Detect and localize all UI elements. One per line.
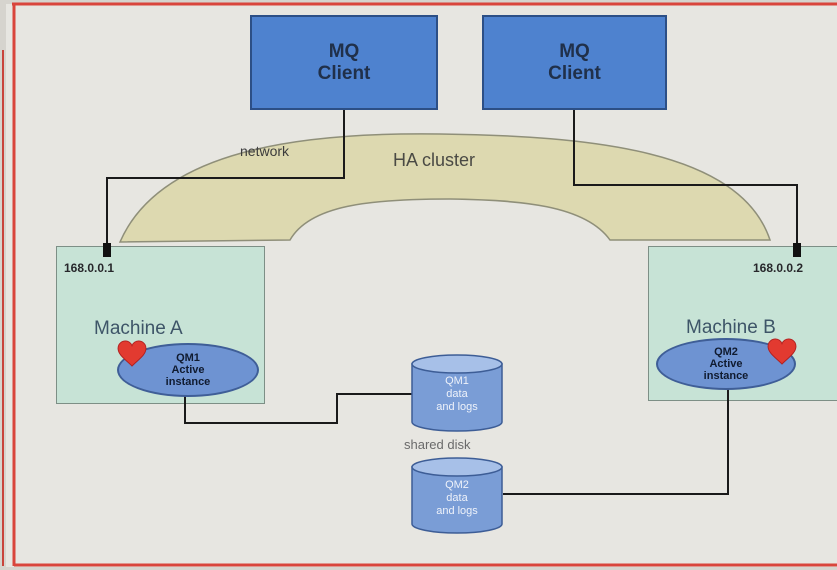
qm2-line3: instance xyxy=(703,370,749,382)
mq-client-1: MQ Client xyxy=(250,15,438,110)
qm2-disk-line1: QM2 xyxy=(445,479,469,491)
machine-b-name: Machine B xyxy=(686,317,776,338)
qm2-line1: QM2 xyxy=(714,346,738,358)
qm2-disk-line3: and logs xyxy=(436,505,478,517)
mq-client-1-line2: Client xyxy=(317,62,371,84)
shared-disk-label: shared disk xyxy=(404,437,471,452)
mq-client-2: MQ Client xyxy=(482,15,667,110)
machine-a-name: Machine A xyxy=(94,318,183,339)
qm1-disk-line2: data xyxy=(446,388,468,400)
qm1-line3: instance xyxy=(165,376,211,388)
qm1-disk-line3: and logs xyxy=(436,401,478,413)
qm1-disk-label: QM1 data and logs xyxy=(412,375,502,414)
ha-cluster-label: HA cluster xyxy=(393,150,476,170)
qm1-line2: Active xyxy=(171,364,205,376)
mq-client-1-line1: MQ xyxy=(328,40,360,62)
machine-b-ip: 168.0.0.2 xyxy=(753,261,804,275)
qm1-active-instance: QM1 Active instance xyxy=(117,343,259,397)
mq-client-2-line1: MQ xyxy=(559,40,590,62)
machine-a-ip: 168.0.0.1 xyxy=(64,261,115,275)
qm1-disk-line1: QM1 xyxy=(445,375,469,387)
qm2-disk-line2: data xyxy=(446,492,468,504)
qm2-line2: Active xyxy=(709,358,743,370)
mq-client-2-line2: Client xyxy=(548,62,601,84)
heart-icon xyxy=(117,340,147,367)
qm2-disk-label: QM2 data and logs xyxy=(412,479,502,518)
network-label: network xyxy=(240,143,290,159)
qm1-line1: QM1 xyxy=(176,352,200,364)
heart-icon xyxy=(767,338,797,365)
